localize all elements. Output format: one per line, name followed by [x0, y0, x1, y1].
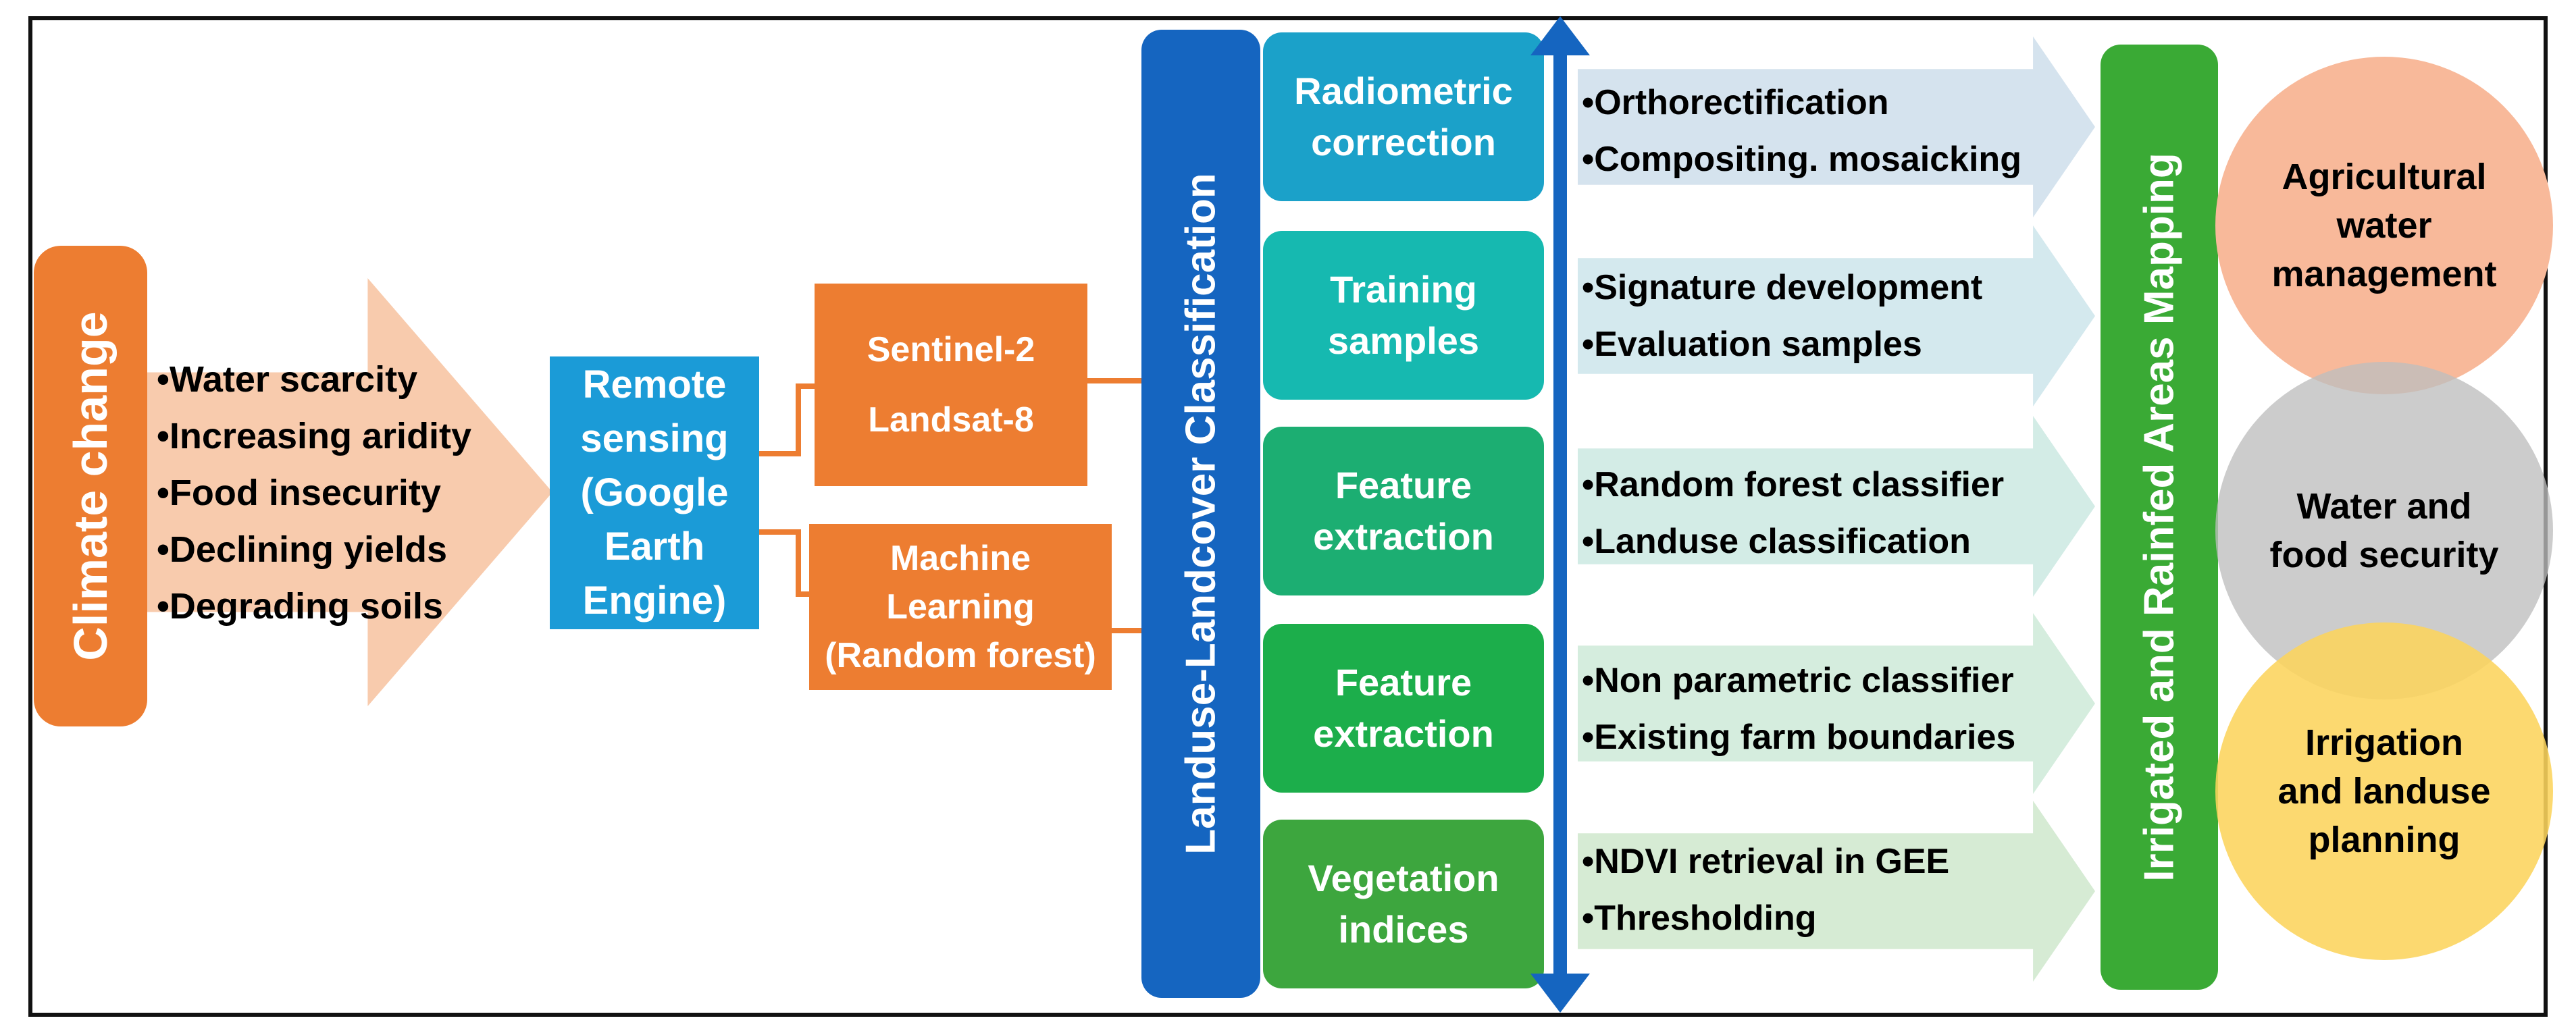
- step-bullets: Signature development Evaluation samples: [1582, 259, 1982, 373]
- step-feature-extraction-box: Feature extraction: [1263, 624, 1544, 793]
- sentinel-label: Sentinel-2: [867, 330, 1035, 369]
- list-item: Degrading soils: [157, 578, 471, 635]
- connector-line: [796, 529, 801, 597]
- classification-title: Landuse-Landcover Classification: [1177, 173, 1225, 855]
- list-item: Food insecurity: [157, 465, 471, 521]
- step-bullets: Non parametric classifier Existing farm …: [1582, 652, 2015, 766]
- step-vegetation-box: Vegetation indices: [1263, 820, 1544, 988]
- connector-line: [796, 383, 815, 389]
- connector-line: [759, 451, 801, 456]
- outcome-label: Water and food security: [2269, 486, 2499, 575]
- connector-line: [759, 529, 801, 535]
- list-item: Non parametric classifier: [1582, 652, 2015, 709]
- step-label: Training samples: [1327, 268, 1480, 362]
- step-feature-extraction-box: Feature extraction: [1263, 427, 1544, 595]
- connector-line: [1087, 378, 1141, 383]
- outcome-label: Irrigation and landuse planning: [2277, 722, 2491, 860]
- list-item: Thresholding: [1582, 890, 1949, 947]
- connector-line: [796, 591, 815, 597]
- remote-sensing-box: Remote sensing (Google Earth Engine): [550, 356, 759, 629]
- list-item: Existing farm boundaries: [1582, 709, 2015, 766]
- step-radiometric-box: Radiometric correction: [1263, 32, 1544, 201]
- landsat-label: Landsat-8: [868, 400, 1034, 440]
- list-item: Landuse classification: [1582, 513, 2004, 570]
- step-bullets: Orthorectification Compositing. mosaicki…: [1582, 74, 2021, 188]
- double-arrow-icon: [1530, 16, 1590, 1013]
- climate-change-box: Climate change: [34, 246, 147, 726]
- list-item: Signature development: [1582, 259, 1982, 316]
- mapping-title: Irrigated and Rainfed Areas Mapping: [2136, 153, 2183, 882]
- connector-line: [796, 383, 801, 456]
- list-item: Water scarcity: [157, 351, 471, 408]
- step-label: Radiometric correction: [1294, 70, 1513, 163]
- outcome-circle-irrigation-planning: Irrigation and landuse planning: [2215, 622, 2553, 960]
- step-label: Feature extraction: [1313, 661, 1494, 755]
- mapping-bar: Irrigated and Rainfed Areas Mapping: [2101, 45, 2218, 990]
- list-item: Increasing aridity: [157, 408, 471, 465]
- list-item: Orthorectification: [1582, 74, 2021, 131]
- list-item: Compositing. mosaicking: [1582, 131, 2021, 188]
- satellites-box: Sentinel-2 Landsat-8: [815, 284, 1087, 486]
- list-item: Evaluation samples: [1582, 316, 1982, 373]
- machine-learning-label: Machine Learning (Random forest): [825, 539, 1096, 675]
- step-training-box: Training samples: [1263, 231, 1544, 400]
- outcome-circle-agricultural-water: Agricultural water management: [2215, 57, 2553, 394]
- remote-sensing-label: Remote sensing (Google Earth Engine): [580, 363, 729, 622]
- classification-bar: Landuse-Landcover Classification: [1141, 30, 1260, 998]
- step-label: Feature extraction: [1313, 464, 1494, 558]
- outcome-label: Agricultural water management: [2271, 157, 2497, 294]
- step-bullets: Random forest classifier Landuse classif…: [1582, 456, 2004, 570]
- climate-change-title: Climate change: [64, 311, 117, 661]
- step-bullets: NDVI retrieval in GEE Thresholding: [1582, 833, 1949, 947]
- list-item: NDVI retrieval in GEE: [1582, 833, 1949, 890]
- list-item: Declining yields: [157, 521, 471, 578]
- connector-line: [1112, 628, 1141, 633]
- machine-learning-box: Machine Learning (Random forest): [809, 524, 1112, 690]
- list-item: Random forest classifier: [1582, 456, 2004, 513]
- step-label: Vegetation indices: [1308, 857, 1499, 951]
- climate-bullets: Water scarcity Increasing aridity Food i…: [157, 351, 471, 635]
